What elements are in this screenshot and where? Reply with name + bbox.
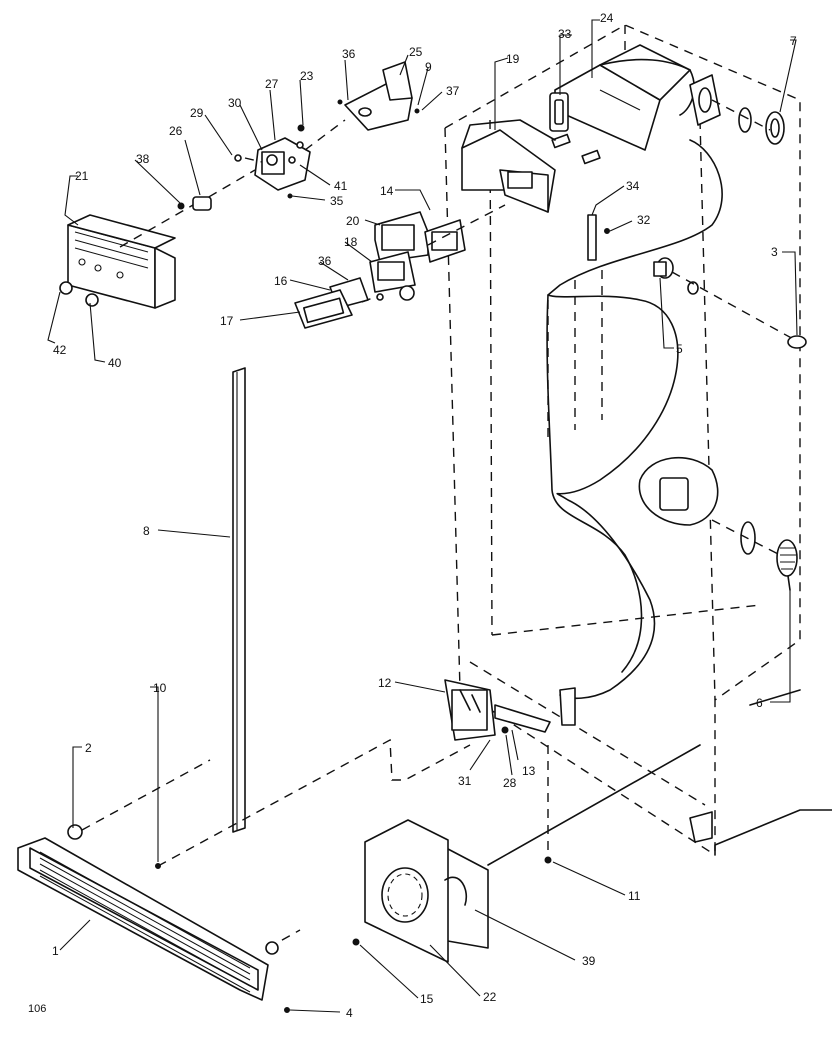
callout-35: 35 [330,194,344,208]
callout-34: 34 [626,179,640,193]
callout-36-upper: 36 [342,47,356,61]
callout-25: 25 [409,45,423,59]
callout-26: 26 [169,124,183,138]
callout-40: 40 [108,356,122,370]
callout-24: 24 [600,11,614,25]
callout-27: 27 [265,77,279,91]
callout-14: 14 [380,184,394,198]
callout-6: 6 [756,696,763,710]
drain-trough-assembly [444,679,713,864]
callout-12: 12 [378,676,392,690]
callout-5: 5 [676,342,683,356]
light-socket-5 [653,257,807,349]
trim-strip-8 [232,367,246,833]
callout-41: 41 [334,179,348,193]
lower-hinge-parts [638,456,798,591]
damper-assembly [294,204,506,329]
callout-32: 32 [637,213,651,227]
callout-28: 28 [503,776,517,790]
callout-21: 21 [75,169,89,183]
callout-37: 37 [446,84,460,98]
shroud-19 [461,119,556,213]
bracket-assembly-24 [549,44,695,165]
cabinet-outline [444,24,832,856]
callout-39: 39 [582,954,596,968]
callout-23: 23 [300,69,314,83]
freezer-liner-curve [546,139,723,700]
callout-15: 15 [420,992,434,1006]
callout-42: 42 [53,343,67,357]
control-bracket-assembly [177,61,420,211]
callout-29: 29 [190,106,204,120]
callout-9: 9 [425,60,432,74]
callout-17: 17 [220,314,234,328]
callout-3: 3 [771,245,778,259]
control-panel-21 [59,204,194,309]
callout-22: 22 [483,990,497,1004]
cover-plate-39-22 [352,744,701,963]
callout-20: 20 [346,214,360,228]
callout-31: 31 [458,774,472,788]
toe-grille-1 [17,759,301,1001]
callout-16: 16 [274,274,288,288]
callout-4: 4 [346,1006,353,1020]
callout-30: 30 [228,96,242,110]
upper-hinge-parts [689,74,785,145]
callout-19: 19 [506,52,520,66]
callout-leaders [47,19,798,1013]
callout-38: 38 [136,152,150,166]
mullion-34 [587,214,610,261]
dashed-leader-10 [157,738,471,867]
callout-labels: 1 2 3 4 5 6 7 8 9 10 11 12 13 14 15 16 1… [52,11,797,1020]
callout-33: 33 [558,27,572,41]
callout-13: 13 [522,764,536,778]
callout-36-lower: 36 [318,254,332,268]
callout-1: 1 [52,944,59,958]
sheet-number: 106 [28,1003,46,1015]
callout-10: 10 [153,681,167,695]
callout-18: 18 [344,235,358,249]
callout-11: 11 [628,889,641,903]
callout-8: 8 [143,524,150,538]
callout-2: 2 [85,741,92,755]
callout-7: 7 [790,34,797,48]
